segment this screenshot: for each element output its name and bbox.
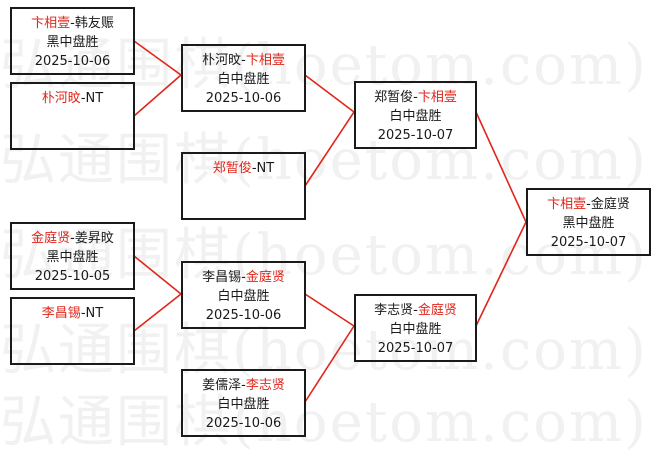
match-result: 白中盘胜 — [217, 289, 270, 304]
connector-line — [304, 325, 355, 403]
match-result: 白中盘胜 — [389, 322, 442, 337]
separator: - — [241, 53, 246, 68]
match-result: 黑中盘胜 — [46, 35, 99, 50]
winner-name: 李昌锡 — [41, 306, 81, 321]
match-date: 2025-10-06 — [205, 416, 282, 431]
winner-name: 卞相壹 — [245, 53, 285, 68]
connector-line — [133, 74, 182, 117]
match-date: 2025-10-07 — [550, 235, 627, 250]
match-date: 2025-10-07 — [377, 128, 454, 143]
winner-name: 金庭贤 — [31, 231, 71, 246]
winner-name: 朴河旼 — [41, 91, 81, 106]
connector-line — [133, 255, 182, 295]
match-players: 朴河旼-卞相壹 — [183, 51, 304, 70]
bracket-connectors — [133, 40, 527, 403]
match-players: 朴河旼-NT — [12, 89, 133, 108]
opponent-name: 金庭贤 — [590, 197, 630, 212]
connector-line — [304, 293, 355, 327]
match-players: 卞相壹-韩友赈 — [12, 14, 133, 33]
winner-name: 卞相壹 — [547, 197, 587, 212]
match-box-round1-4: 李昌锡-NT — [10, 297, 135, 365]
separator: - — [241, 270, 246, 285]
connector-line — [133, 293, 182, 332]
match-box-final: 卞相壹-金庭贤 黑中盘胜 2025-10-07 — [526, 188, 651, 256]
match-box-semifinal-2: 李志贤-金庭贤 白中盘胜 2025-10-07 — [354, 294, 477, 362]
connector-line — [304, 111, 355, 187]
match-box-round2-4: 姜儒泽-李志贤 白中盘胜 2025-10-06 — [181, 369, 306, 437]
opponent-name: 李志贤 — [374, 303, 414, 318]
match-players: 郑暂俊-NT — [183, 159, 304, 178]
match-date: 2025-10-05 — [34, 269, 111, 284]
match-result: 白中盘胜 — [389, 109, 442, 124]
opponent-name: NT — [256, 161, 275, 176]
separator: - — [80, 306, 86, 321]
match-players: 李昌锡-金庭贤 — [183, 268, 304, 287]
match-box-semifinal-1: 郑暂俊-卞相壹 白中盘胜 2025-10-07 — [354, 81, 477, 149]
connector-line — [475, 221, 527, 327]
opponent-name: NT — [85, 306, 104, 321]
opponent-name: 朴河旼 — [202, 53, 242, 68]
match-result: 黑中盘胜 — [562, 216, 615, 231]
match-players: 李昌锡-NT — [12, 304, 133, 323]
opponent-name: 郑暂俊 — [374, 90, 414, 105]
match-players: 卞相壹-金庭贤 — [528, 195, 649, 214]
match-date: 2025-10-06 — [34, 54, 111, 69]
match-box-round2-3: 李昌锡-金庭贤 白中盘胜 2025-10-06 — [181, 261, 306, 329]
match-players: 郑暂俊-卞相壹 — [356, 88, 475, 107]
match-result: 黑中盘胜 — [46, 250, 99, 265]
match-box-round2-1: 朴河旼-卞相壹 白中盘胜 2025-10-06 — [181, 44, 306, 112]
winner-name: 卞相壹 — [31, 16, 71, 31]
match-box-round1-1: 卞相壹-韩友赈 黑中盘胜 2025-10-06 — [10, 7, 135, 75]
opponent-name: NT — [85, 91, 104, 106]
opponent-name: 李昌锡 — [202, 270, 242, 285]
separator: - — [413, 90, 418, 105]
winner-name: 郑暂俊 — [212, 161, 252, 176]
match-date: 2025-10-06 — [205, 91, 282, 106]
match-players: 金庭贤-姜昇旼 — [12, 229, 133, 248]
connector-line — [475, 111, 527, 223]
match-result: 白中盘胜 — [217, 72, 270, 87]
match-box-round2-2: 郑暂俊-NT — [181, 152, 306, 220]
separator: - — [586, 197, 591, 212]
opponent-name: 姜昇旼 — [74, 231, 114, 246]
match-date: 2025-10-07 — [377, 341, 454, 356]
opponent-name: 姜儒泽 — [202, 378, 242, 393]
match-result: 白中盘胜 — [217, 397, 270, 412]
separator: - — [241, 378, 246, 393]
connector-line — [304, 74, 355, 113]
separator: - — [70, 231, 75, 246]
winner-name: 金庭贤 — [245, 270, 285, 285]
match-date: 2025-10-06 — [205, 308, 282, 323]
separator: - — [413, 303, 418, 318]
connector-line — [133, 40, 182, 76]
match-box-round1-3: 金庭贤-姜昇旼 黑中盘胜 2025-10-05 — [10, 222, 135, 290]
separator: - — [70, 16, 75, 31]
winner-name: 卞相壹 — [417, 90, 457, 105]
match-box-round1-2: 朴河旼-NT — [10, 82, 135, 150]
separator: - — [251, 161, 257, 176]
winner-name: 金庭贤 — [417, 303, 457, 318]
opponent-name: 韩友赈 — [74, 16, 114, 31]
separator: - — [80, 91, 86, 106]
match-players: 李志贤-金庭贤 — [356, 301, 475, 320]
winner-name: 李志贤 — [245, 378, 285, 393]
match-players: 姜儒泽-李志贤 — [183, 376, 304, 395]
